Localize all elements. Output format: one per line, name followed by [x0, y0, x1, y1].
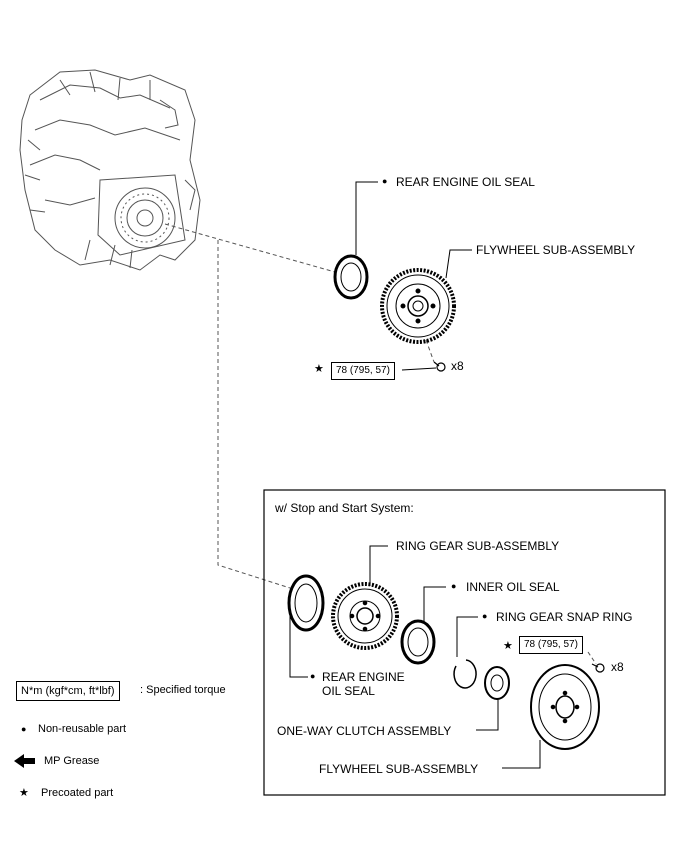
legend-specified-torque: : Specified torque [140, 684, 226, 696]
box-flywheel [530, 664, 600, 750]
legend-precoated: Precoated part [41, 787, 114, 799]
top-flywheel [380, 268, 456, 344]
ring-gear-snap-ring-label: RING GEAR SNAP RING [496, 610, 633, 624]
legend-non-reusable: Non-reusable part [38, 723, 127, 735]
box-rear-engine-oil-seal-label-line1: REAR ENGINE [322, 670, 405, 684]
ring-gear-sub-assembly-label: RING GEAR SUB-ASSEMBLY [396, 539, 560, 553]
box-flywheel-sub-assembly-label: FLYWHEEL SUB-ASSEMBLY [319, 762, 479, 776]
top-bolt-count: x8 [451, 359, 464, 373]
legend-torque-box: N*m (kgf*cm, ft*lbf) [16, 681, 120, 701]
non-reusable-bullet-icon: ● [382, 176, 388, 186]
one-way-clutch-assembly-label: ONE-WAY CLUTCH ASSEMBLY [277, 724, 452, 738]
top-bolt [433, 361, 446, 372]
top-rear-engine-oil-seal-label: REAR ENGINE OIL SEAL [396, 175, 535, 189]
top-torque-box: 78 (795, 57) [331, 362, 395, 380]
top-leaders [355, 181, 472, 371]
box-ring-gear [331, 582, 399, 650]
box-torque-box: 78 (795, 57) [519, 636, 583, 654]
box-oil-seal-bullet-icon: ● [310, 671, 316, 681]
box-bolt [591, 663, 605, 673]
legend-mp-grease: MP Grease [44, 755, 100, 767]
snap-ring-bullet-icon: ● [482, 611, 488, 621]
box-precoated-star-icon: ★ [503, 640, 513, 652]
mp-grease-arrow-icon [14, 754, 35, 768]
top-torque-value: 78 (795, 57) [336, 365, 390, 376]
precoated-star-icon: ★ [314, 363, 324, 375]
engine-illustration [19, 69, 201, 271]
box-rear-engine-oil-seal-label-line2: OIL SEAL [322, 684, 375, 698]
dashed-leaders [164, 223, 597, 665]
legend-torque-unit: N*m (kgf*cm, ft*lbf) [21, 685, 115, 697]
inner-oil-seal-bullet-icon: ● [451, 581, 457, 591]
top-flywheel-sub-assembly-label: FLYWHEEL SUB-ASSEMBLY [476, 243, 636, 257]
box-inner-oil-seal [400, 619, 436, 665]
legend-star-icon: ★ [19, 787, 29, 799]
box-leaders [289, 545, 541, 769]
inner-oil-seal-label: INNER OIL SEAL [466, 580, 560, 594]
box-torque-value: 78 (795, 57) [524, 639, 578, 650]
top-oil-seal [333, 254, 369, 300]
box-oil-seal [287, 574, 325, 632]
box-bolt-count: x8 [611, 660, 624, 674]
stop-start-title: w/ Stop and Start System: [275, 501, 414, 515]
box-snap-ring [453, 659, 477, 689]
stop-start-box [263, 489, 666, 796]
legend-bullet-icon: ● [21, 724, 27, 734]
box-one-way-clutch [484, 666, 510, 700]
